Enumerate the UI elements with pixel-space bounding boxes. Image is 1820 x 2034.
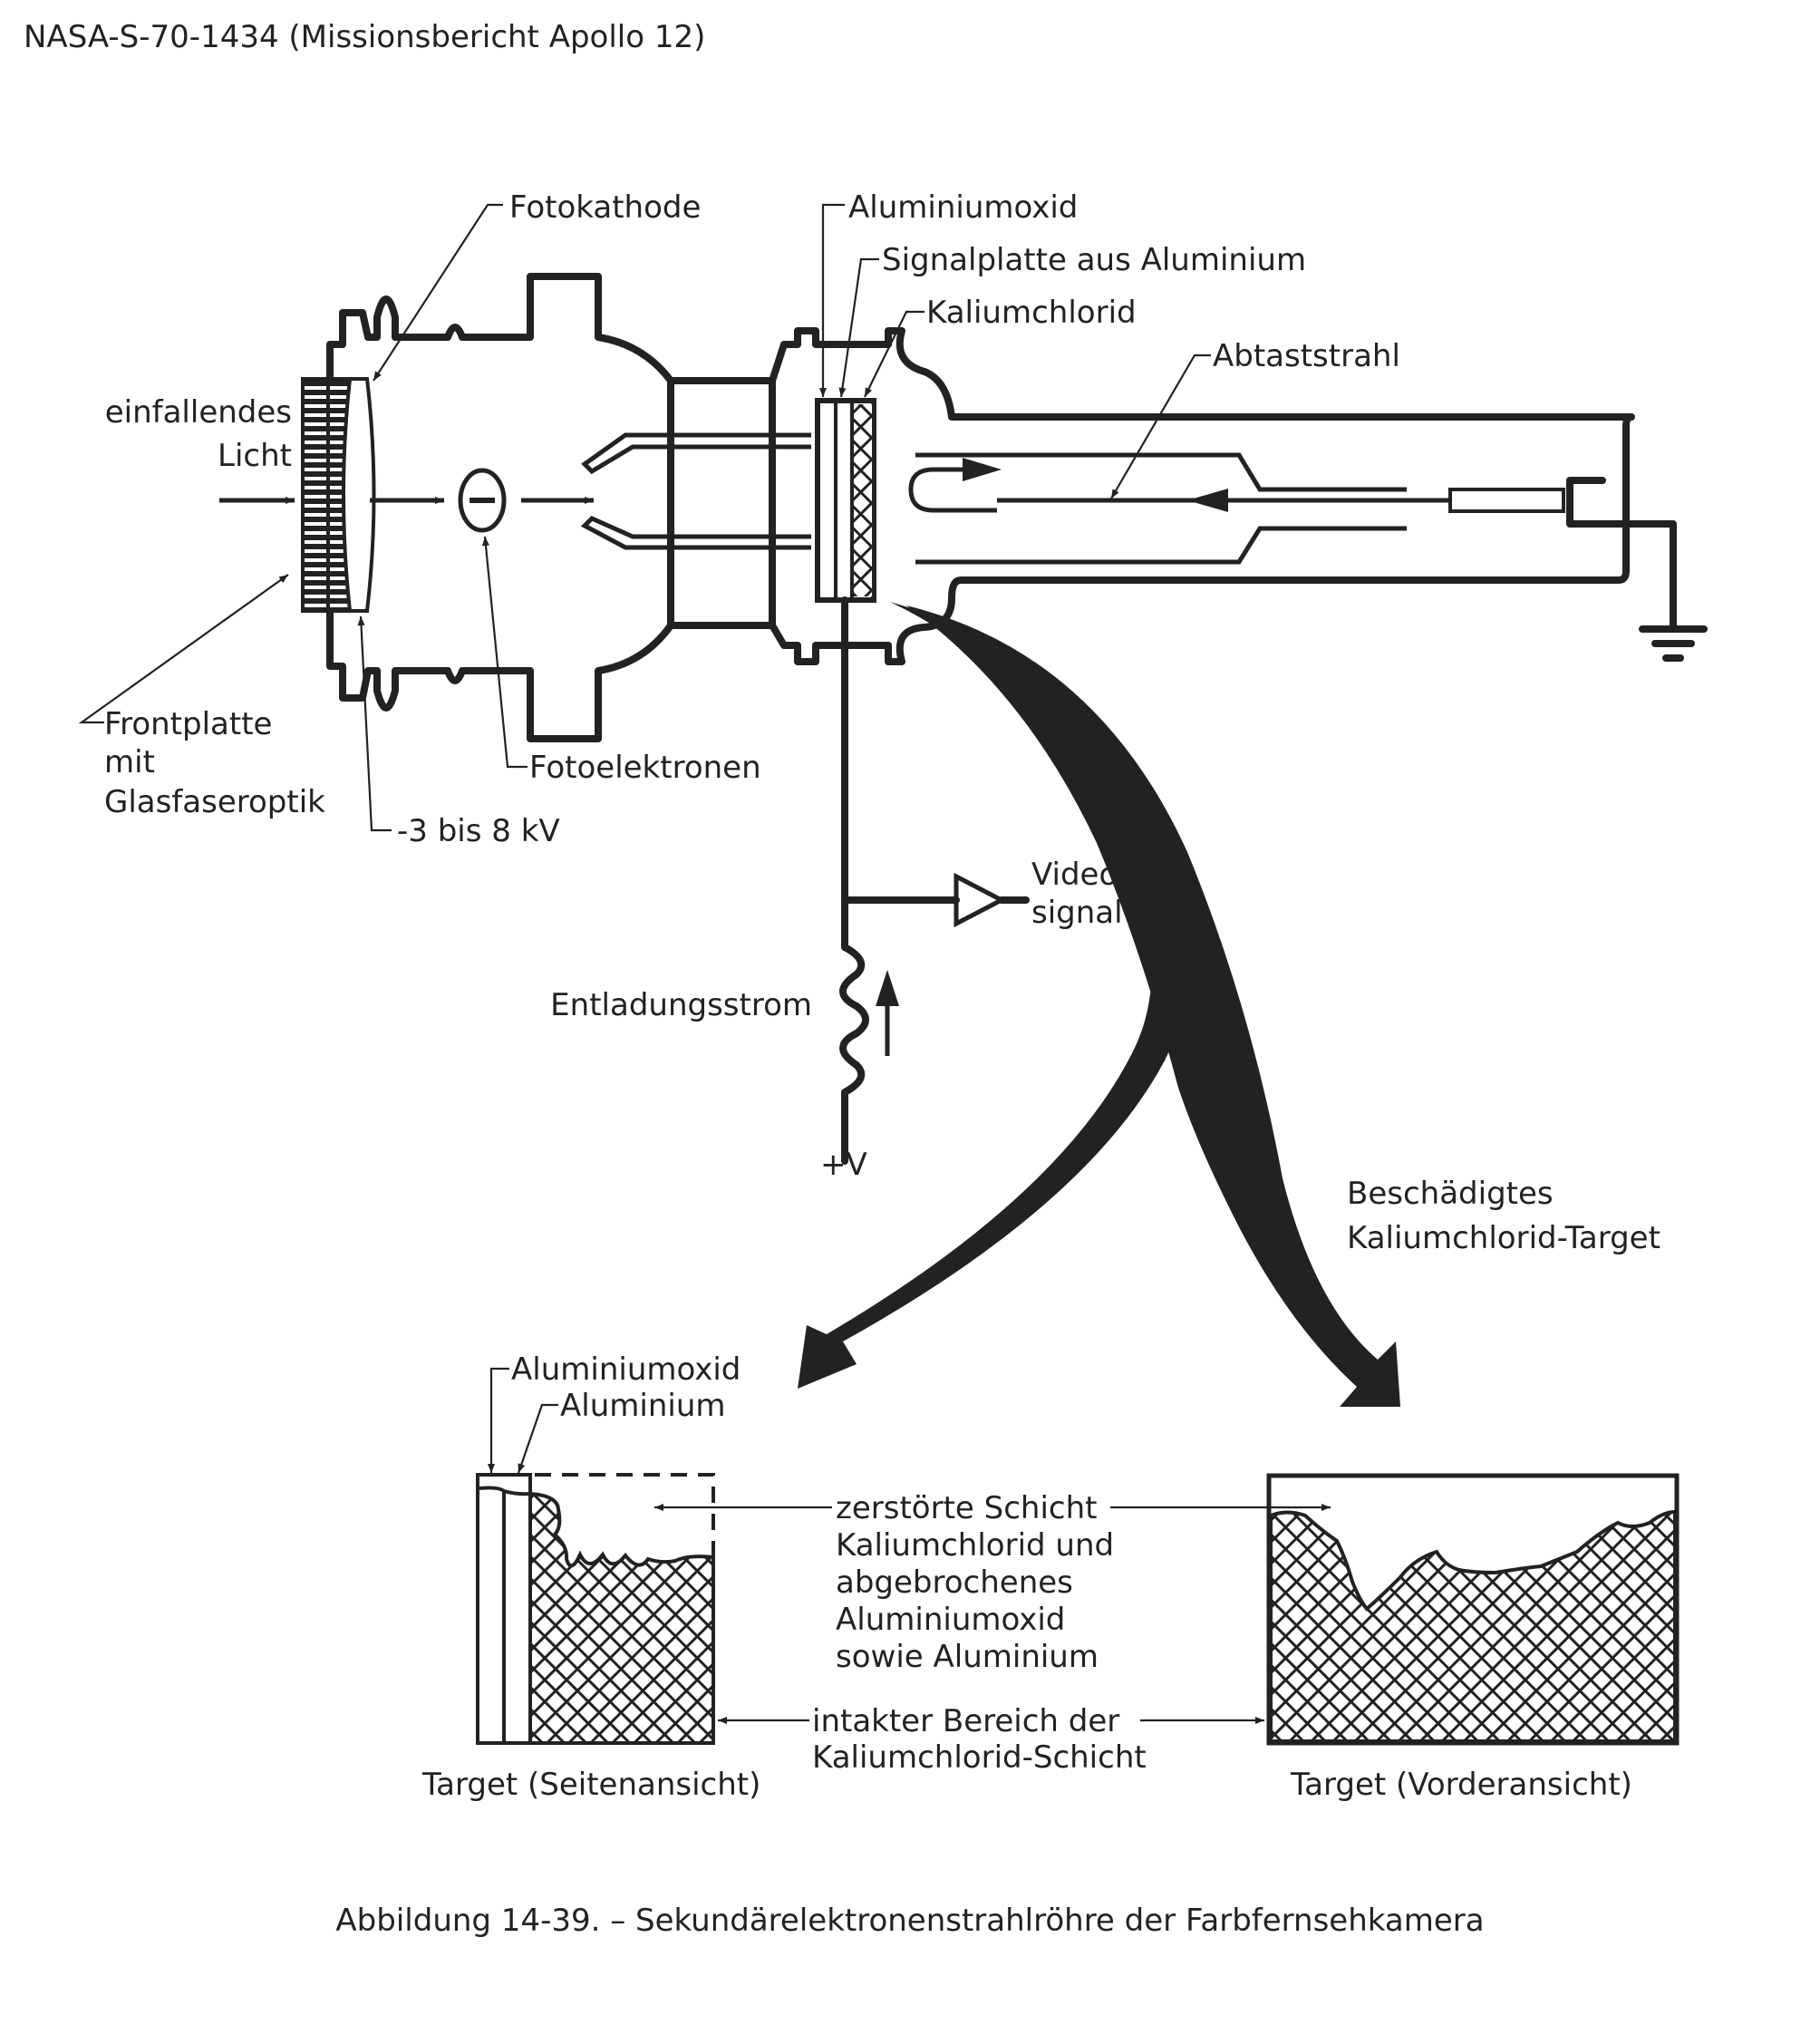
label-video: Video- xyxy=(1031,857,1129,893)
label-fotoelektronen: Fotoelektronen xyxy=(529,750,761,786)
label-entladungsstrom: Entladungsstrom xyxy=(550,987,812,1023)
label-glasfaseroptik: Glasfaseroptik xyxy=(104,784,325,820)
label-zerstoerte-4: Aluminiumoxid xyxy=(836,1602,1065,1638)
electron-icon xyxy=(458,468,507,533)
beam-arrow-icon xyxy=(1187,489,1228,512)
target-front-view xyxy=(1266,1473,1680,1746)
resistor-icon xyxy=(839,944,869,1165)
current-arrow-icon xyxy=(876,970,899,1006)
label-zerstoerte-1: zerstörte Schicht xyxy=(836,1490,1097,1526)
label-plus-v: +V xyxy=(820,1147,867,1183)
target-stack xyxy=(815,398,876,603)
amplifier-icon xyxy=(954,872,1007,928)
label-intakt-2: Kaliumchlorid-Schicht xyxy=(812,1739,1147,1776)
label-einfallendes: einfallendes xyxy=(105,394,292,431)
label-intakt-1: intakter Bereich der xyxy=(812,1703,1119,1739)
label-signal: signal xyxy=(1031,895,1123,931)
image-section-envelope xyxy=(326,273,1635,742)
label-kaliumchlorid: Kaliumchlorid xyxy=(926,295,1137,331)
figure-caption: Abbildung 14-39. – Sekundärelektronenstr… xyxy=(335,1903,1484,1939)
label-aluminiumoxid: Aluminiumoxid xyxy=(848,189,1078,226)
label-licht: Licht xyxy=(218,438,292,474)
detail-label-aluminium: Aluminium xyxy=(560,1388,725,1424)
electron-gun xyxy=(1448,488,1565,513)
label-zerstoerte-5: sowie Aluminium xyxy=(836,1639,1099,1675)
label-front-view: Target (Vorderansicht) xyxy=(1290,1767,1632,1803)
label-spannung: -3 bis 8 kV xyxy=(397,813,560,849)
label-signalplatte: Signalplatte aus Aluminium xyxy=(882,242,1306,278)
electrode-upper xyxy=(581,432,811,475)
label-side-view: Target (Seitenansicht) xyxy=(421,1767,760,1803)
detail-label-aluminiumoxid: Aluminiumoxid xyxy=(511,1351,741,1388)
label-abtaststrahl: Abtaststrahl xyxy=(1213,338,1400,374)
electrode-lower xyxy=(580,516,811,550)
document-id: NASA-S-70-1434 (Missionsbericht Apollo 1… xyxy=(24,19,705,55)
label-zerstoerte-2: Kaliumchlorid und xyxy=(836,1527,1114,1564)
label-mit: mit xyxy=(104,744,155,780)
photocathode xyxy=(342,377,376,613)
label-kaliumchlorid-target: Kaliumchlorid-Target xyxy=(1347,1220,1660,1256)
damage-arrow-right xyxy=(906,605,1400,1407)
label-beschaedigtes: Beschädigtes xyxy=(1347,1176,1554,1212)
target-side-view xyxy=(476,1473,715,1745)
label-fotokathode: Fotokathode xyxy=(509,189,701,226)
damage-arrow-left xyxy=(798,602,1187,1389)
label-frontplatte: Frontplatte xyxy=(104,706,272,742)
label-zerstoerte-3: abgebrochenes xyxy=(836,1564,1073,1601)
